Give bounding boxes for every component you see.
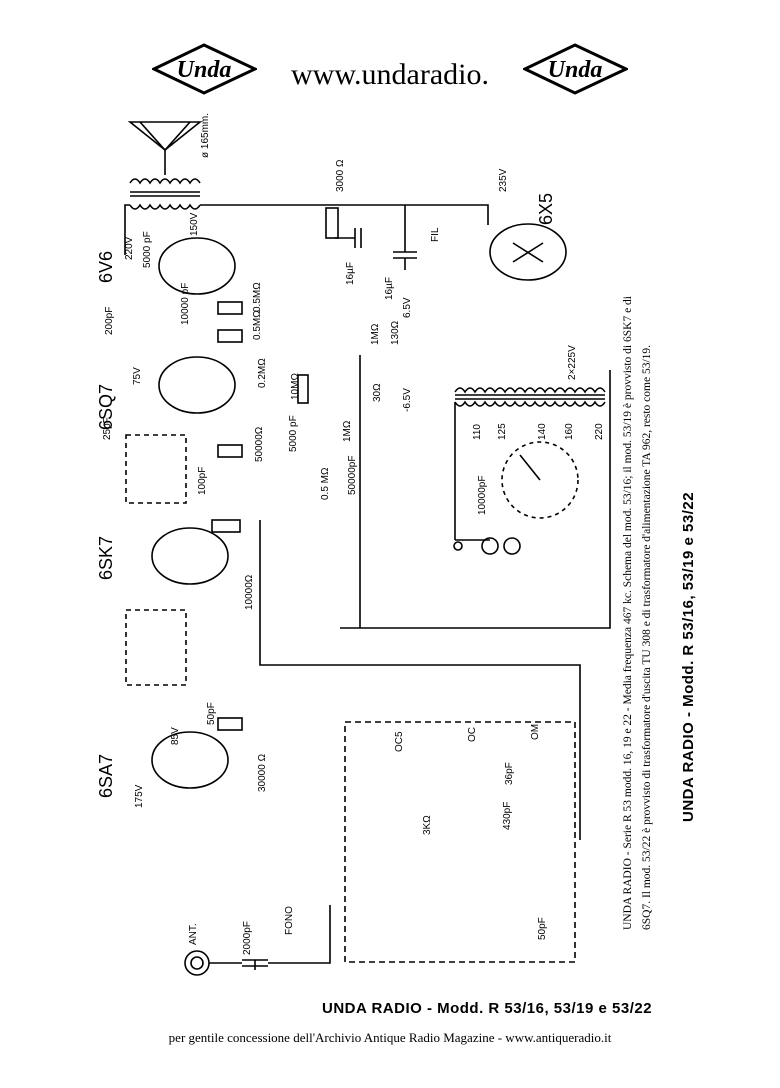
- resistor-0-5b: [217, 329, 243, 343]
- r-0-5a-label: 0.5MΩ: [252, 282, 263, 312]
- c-16a-label: 16µF: [345, 262, 356, 285]
- c-10000c-label: 10000Ω: [244, 574, 255, 610]
- footer-credit: per gentile concessione dell'Archivio An…: [168, 1030, 612, 1045]
- r-0-2-label: 0.2MΩ: [257, 358, 268, 388]
- antenna-cap: [242, 959, 268, 970]
- tube-6sq7: [158, 356, 236, 414]
- side-title: UNDA RADIO - Modd. R 53/16, 53/19 e 53/2…: [680, 491, 697, 822]
- r-1m-label: 1MΩ: [370, 323, 381, 345]
- c-200-label: 200pF: [104, 307, 115, 335]
- t-125-label: 125: [497, 423, 508, 440]
- c-50000-label: 50000pF: [347, 456, 358, 495]
- tube-6sa7-label: 6SA7: [96, 754, 116, 798]
- fono-label: FONO: [284, 906, 295, 935]
- tube-6sq7-label: 6SQ7: [96, 384, 116, 430]
- resistor-3000: [325, 207, 339, 239]
- r-3k-label: 3KΩ: [422, 815, 433, 835]
- resistor-detector: [217, 444, 243, 458]
- if-transformer-1: [125, 434, 187, 504]
- c-430-label: 430pF: [502, 802, 513, 830]
- tube-6v6: [158, 237, 236, 295]
- bottom-title: UNDA RADIO - Modd. R 53/16, 53/19 e 53/2…: [322, 1000, 653, 1017]
- r-0-5c-label: 0.5 MΩ: [320, 467, 331, 500]
- filter-cap-16b: [335, 228, 362, 248]
- description-line-2: 6SQ7. Il mod. 53/22 è provvisto di trasf…: [641, 344, 653, 930]
- tube-6sk7: [151, 527, 229, 585]
- v-220-label: 220V: [124, 236, 135, 260]
- antenna-terminal: [184, 950, 210, 976]
- v-235-label: 235V: [498, 168, 509, 192]
- output-transformer: [129, 178, 201, 185]
- logo-right-text: Unda: [548, 57, 603, 83]
- r-10m-label: 10MΩ: [290, 373, 301, 400]
- r-50000-label: 50000Ω: [254, 426, 265, 462]
- band-oc5-label: OC5: [394, 731, 405, 752]
- speaker-dia-label: ø 165mm.: [200, 113, 211, 158]
- r-30000-label: 30000 Ω: [257, 753, 268, 792]
- tube-6x5-label: 6X5: [536, 193, 556, 225]
- c-10000b-label: 10000pF: [477, 476, 488, 515]
- band-om-label: OM: [530, 724, 541, 740]
- c-50b-label: 50pF: [537, 917, 548, 940]
- v-150-label: 150V: [189, 212, 200, 236]
- header: Unda www.undaradio. Unda: [0, 18, 780, 108]
- v-2x225-label: 2×225V: [567, 345, 578, 380]
- description-line-1: UNDA RADIO - Serie R 53 modd. 16, 19 e 2…: [622, 295, 634, 930]
- c-36-label: 36pF: [504, 762, 515, 785]
- v-neg65-label: -6.5V: [402, 388, 413, 412]
- unda-logo-left: Unda: [152, 43, 257, 95]
- v-75-label: 75V: [132, 367, 143, 385]
- fil-label: FIL: [430, 227, 441, 242]
- r-3000-label: 3000 Ω: [335, 159, 346, 192]
- c-16b-label: 16µF: [384, 277, 395, 300]
- v-85-label: 85V: [170, 727, 181, 745]
- tube-6v6-label: 6V6: [96, 251, 116, 283]
- unda-logo-right: Unda: [523, 43, 628, 95]
- c-5000-label: 5000 pF: [142, 231, 153, 268]
- r-1mb-label: 1MΩ: [342, 420, 353, 442]
- filter-cap-16a: [393, 205, 417, 270]
- ant-label: ANT.: [188, 923, 199, 945]
- c-2000-label: 2000pF: [242, 921, 253, 955]
- voltage-selector: [501, 441, 579, 519]
- tube-6sk7-label: 6SK7: [96, 536, 116, 580]
- r-0-5b-label: 0.5MΩ: [252, 310, 263, 340]
- band-switch-box: [344, 721, 576, 963]
- power-transformer: [454, 387, 606, 394]
- v-65-label: 6.5V: [402, 297, 413, 318]
- t-220-label: 220: [594, 423, 605, 440]
- if-transformer-2: [125, 609, 187, 686]
- t-110-label: 110: [472, 424, 483, 440]
- resistor-osc: [217, 717, 243, 731]
- tube-6sa7: [151, 731, 229, 789]
- site-url: www.undaradio.: [290, 58, 489, 91]
- band-oc-label: OC: [467, 727, 478, 742]
- c-10000a-label: 10000 pF: [180, 283, 191, 325]
- r-130-label: 130Ω: [390, 320, 401, 345]
- v-175-label: 175V: [134, 784, 145, 808]
- c-5000b-label: 5000 pF: [288, 415, 299, 452]
- t-160-label: 160: [564, 423, 575, 440]
- resistor-if: [211, 519, 241, 533]
- resistor-0-5a: [217, 301, 243, 315]
- logo-left-text: Unda: [177, 57, 232, 83]
- speaker-icon: [127, 121, 203, 152]
- c-25-label: 25pF: [102, 417, 113, 440]
- r-30-label: 30Ω: [372, 383, 383, 402]
- c-50-label: 50pF: [206, 702, 217, 725]
- tube-6x5: [489, 223, 567, 281]
- c-100-label: 100pF: [197, 467, 208, 495]
- t-140-label: 140: [537, 423, 548, 440]
- resistor-10m: [297, 374, 309, 404]
